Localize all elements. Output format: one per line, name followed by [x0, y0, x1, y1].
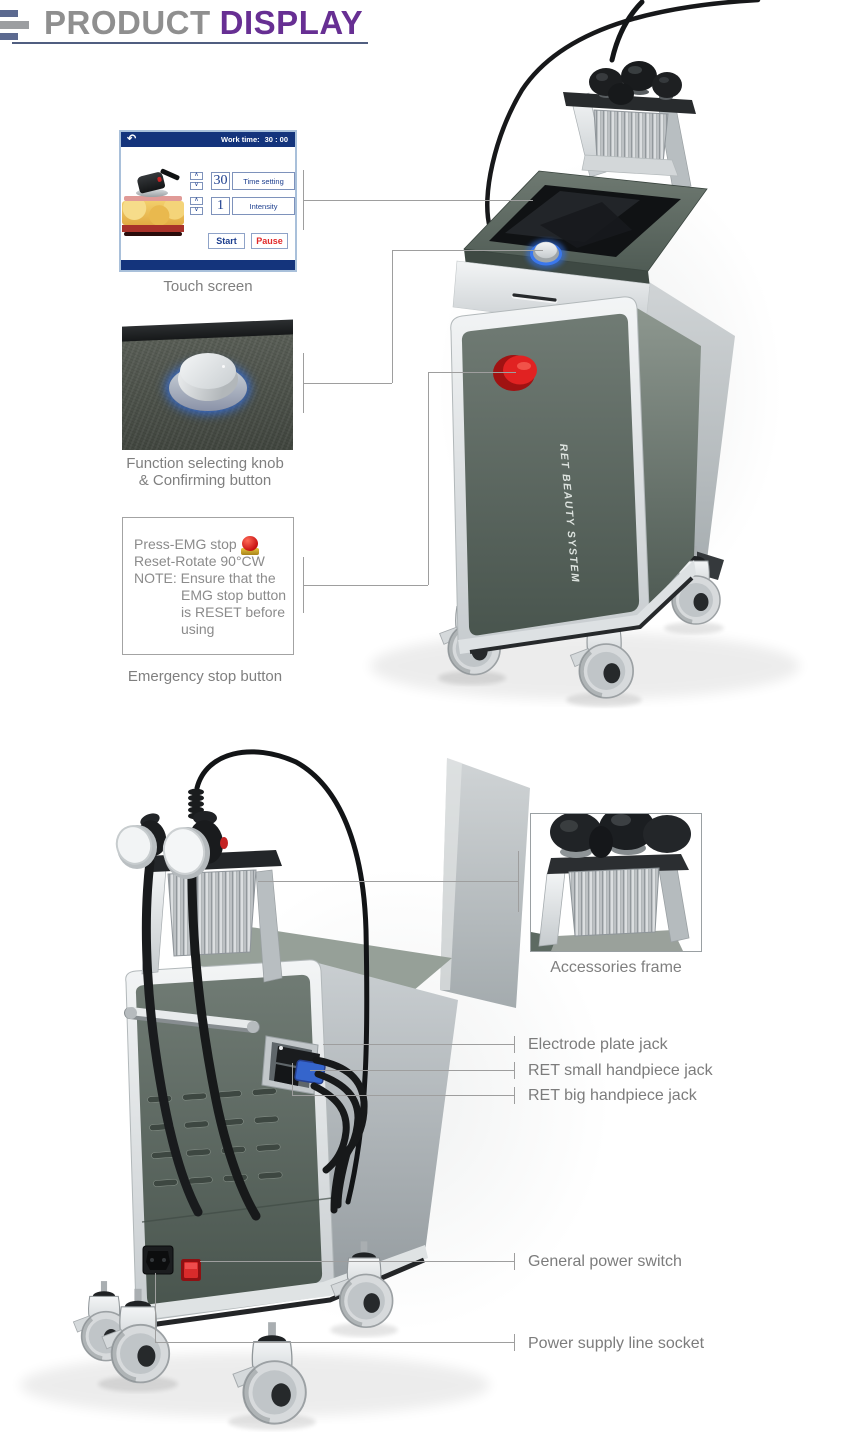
- label-power-supply-line-socket: Power supply line socket: [528, 1335, 705, 1352]
- touchscreen-caption: Touch screen: [163, 278, 253, 295]
- leader-electrode-jack: [323, 1044, 514, 1045]
- header-bar-icon-bottom: [0, 33, 18, 40]
- emg-line2: Reset-Rotate 90°CW: [134, 553, 265, 569]
- emg-line3: NOTE: Ensure that the: [134, 570, 276, 586]
- label-general-power-switch: General power switch: [528, 1253, 682, 1270]
- top-machine-illustration: RET BEAUTY SYSTEM: [370, 0, 800, 707]
- pause-button[interactable]: Pause: [251, 233, 288, 249]
- label-electrode-plate-jack: Electrode plate jack: [528, 1036, 668, 1053]
- header-bar-icon-mid: [0, 21, 29, 29]
- title-underline: [12, 42, 368, 44]
- leader-emg: [428, 372, 516, 373]
- time-spinner-down-icon[interactable]: ∨: [190, 182, 203, 190]
- label-ret-small-handpiece-jack: RET small handpiece jack: [528, 1062, 713, 1079]
- intensity-value: 1: [211, 197, 230, 215]
- knob-caption: Function selecting knob & Confirming but…: [112, 455, 298, 489]
- knob-photo: [122, 313, 293, 450]
- work-time-value: 30 : 00: [264, 135, 288, 144]
- bottom-machine-illustration: [20, 749, 530, 1430]
- leader-ret-big-jack: [292, 1095, 514, 1096]
- accessories-frame-caption: Accessories frame: [550, 959, 682, 976]
- leader-power-switch: [200, 1261, 514, 1262]
- intensity-spinner-down-icon[interactable]: ∨: [190, 207, 203, 215]
- leader-emg-riser: [428, 372, 429, 585]
- handpiece-skin-illustration: [122, 168, 186, 238]
- start-button[interactable]: Start: [208, 233, 245, 249]
- leader-emg-stub: [303, 585, 428, 586]
- leader-accessories-frame: [258, 881, 518, 882]
- time-spinner: ∧ ∨: [190, 172, 203, 190]
- page-title-display: DISPLAY: [219, 4, 364, 41]
- function-knob: [180, 353, 236, 389]
- leader-knob: [392, 250, 543, 251]
- work-time-label: Work time:: [221, 135, 260, 144]
- leader-accessories-frame-bracket: [518, 851, 519, 912]
- touchscreen-bottombar: [121, 260, 295, 270]
- intensity-spinner-up-icon[interactable]: ∧: [190, 197, 203, 205]
- emergency-stop-note: Press-EMG stop Reset-Rotate 90°CW NOTE: …: [122, 517, 294, 655]
- intensity-row: ∧ ∨ 1 Intensity: [190, 197, 295, 215]
- emergency-stop-button-icon: [239, 536, 261, 558]
- leader-power-socket: [155, 1342, 514, 1343]
- back-arrow-icon[interactable]: ↶: [127, 133, 137, 145]
- emg-line4: EMG stop button: [181, 587, 287, 603]
- time-setting-button[interactable]: Time setting: [232, 172, 295, 190]
- knob-caption-line2: & Confirming button: [138, 472, 272, 489]
- intensity-button[interactable]: Intensity: [232, 197, 295, 215]
- time-setting-row: ∧ ∨ 30 Time setting: [190, 172, 295, 190]
- leader-power-socket-riser: [155, 1273, 156, 1343]
- page-title-product: PRODUCT: [44, 4, 211, 41]
- work-time: Work time: 30 : 00: [221, 135, 288, 144]
- emg-line1: Press-EMG stop: [134, 536, 237, 552]
- emg-line6: using: [181, 621, 215, 637]
- start-pause-row: Start Pause: [208, 233, 288, 249]
- header-bar-icon-top: [0, 10, 18, 17]
- intensity-spinner: ∧ ∨: [190, 197, 203, 215]
- time-spinner-up-icon[interactable]: ∧: [190, 172, 203, 180]
- leader-knob-stub: [303, 383, 392, 384]
- touchscreen-body: ∧ ∨ 30 Time setting ∧ ∨ 1 Intensity Star…: [121, 147, 295, 260]
- accessories-frame-photo: [530, 813, 702, 952]
- leader-touchscreen: [303, 200, 533, 201]
- emergency-stop-caption: Emergency stop button: [127, 668, 283, 685]
- label-ret-big-handpiece-jack: RET big handpiece jack: [528, 1087, 697, 1104]
- knob-caption-line1: Function selecting knob: [126, 455, 284, 472]
- accessories-frame-art: [531, 814, 701, 951]
- leader-ret-small-jack: [310, 1070, 514, 1071]
- leader-ret-big-jack-riser: [292, 1063, 293, 1096]
- touchscreen-panel: ↶ Work time: 30 : 00 ∧ ∨ 30 Time setting: [119, 130, 297, 272]
- time-value: 30: [211, 172, 230, 190]
- emg-line5: is RESET before: [181, 604, 286, 620]
- leader-knob-riser: [392, 250, 393, 383]
- touchscreen-titlebar: ↶ Work time: 30 : 00: [121, 132, 295, 147]
